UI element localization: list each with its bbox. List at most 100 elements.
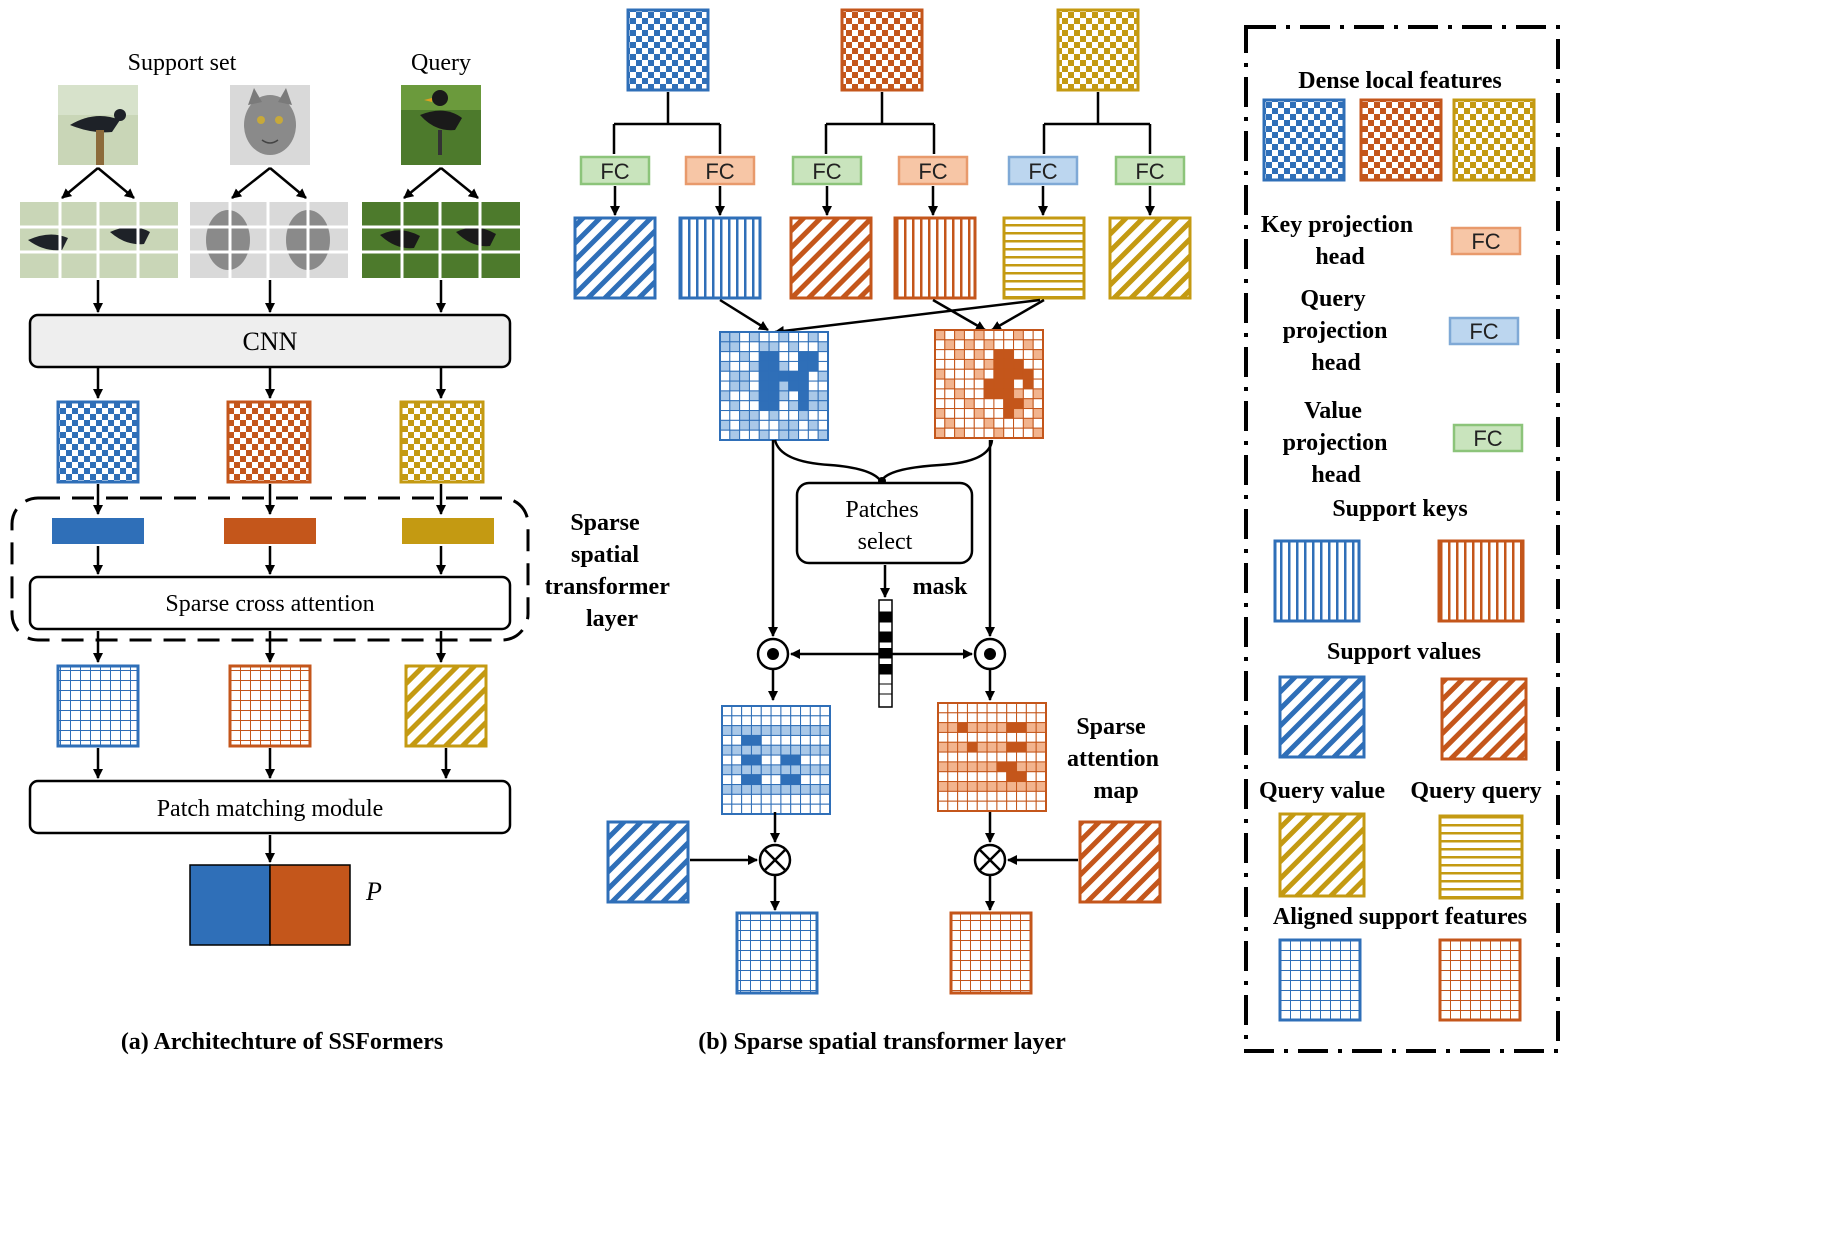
sparse-down-arrows — [770, 812, 995, 843]
legend-query-value: Query value — [1259, 778, 1385, 804]
support-value-blue — [573, 216, 657, 300]
sparse-cross-attention-label: Sparse cross attention — [165, 591, 374, 617]
token-bar-gold — [402, 518, 494, 544]
mask-vector — [878, 599, 893, 708]
legend-fc-value — [1452, 423, 1524, 453]
aligned-feature-orange — [228, 664, 312, 748]
fc-value-1 — [579, 155, 651, 186]
panel-b: FC FC FC FC FC FC — [573, 8, 1192, 1055]
legend-dense-orange — [1359, 98, 1443, 182]
patches-cat — [190, 202, 348, 278]
matmul-left — [758, 843, 792, 877]
mask-arrows — [768, 649, 995, 701]
support-key-orange — [893, 216, 977, 300]
query-image-bird — [401, 85, 481, 165]
feature-map-orange — [226, 400, 312, 484]
sparse-attention-map-blue — [721, 705, 831, 815]
to-patches-select — [773, 439, 994, 481]
elementwise-product-right — [973, 637, 1007, 671]
legend-query-query: Query query — [1410, 778, 1541, 804]
legend-dense-local-features: Dense local features — [1298, 68, 1502, 94]
feature-map-blue — [56, 400, 140, 484]
token-bar-orange — [224, 518, 316, 544]
p-label: P — [365, 877, 382, 906]
legend-aligned-orange — [1438, 938, 1522, 1022]
legend-value-orange — [1440, 677, 1528, 761]
cnn-box — [28, 313, 512, 369]
arrows-to-sst — [93, 484, 446, 515]
support-value-blue-b — [606, 820, 690, 904]
svg-text:FC: FC — [812, 159, 841, 184]
legend-border — [1244, 25, 1560, 1053]
fc-value-2 — [791, 155, 863, 186]
sparse-attention-map-orange — [937, 702, 1047, 812]
matmul-arrows — [690, 855, 1078, 911]
sst-layer-label: Sparse spatial transformer layer — [545, 510, 676, 632]
arrows-to-sca — [93, 546, 446, 575]
legend-key-orange — [1437, 539, 1525, 623]
svg-text:FC: FC — [600, 159, 629, 184]
svg-text:FC: FC — [918, 159, 947, 184]
legend: Dense local features Key projection head… — [1244, 25, 1560, 1053]
mask-label: mask — [913, 574, 968, 600]
legend-aligned-support-features: Aligned support features — [1273, 904, 1527, 930]
patch-matching-label: Patch matching module — [157, 796, 384, 822]
branch-lines — [612, 92, 1152, 154]
query-value-gold — [404, 664, 488, 748]
patches-bird — [20, 202, 178, 278]
support-image-bird — [58, 85, 138, 165]
legend-query-value-gold — [1278, 812, 1366, 898]
map-down-arrows — [768, 440, 995, 637]
legend-dense-blue — [1262, 98, 1346, 182]
svg-text:FC: FC — [1028, 159, 1057, 184]
sparse-cross-attention-box — [28, 575, 512, 631]
patches-select-label: Patches select — [845, 497, 924, 555]
legend-key-projection-head: Key projection head — [1261, 212, 1419, 270]
p-block-orange — [269, 864, 351, 946]
fc-key-1 — [684, 155, 756, 186]
p-block-blue — [189, 864, 271, 946]
support-value-orange-b — [1078, 820, 1162, 904]
support-key-blue — [678, 216, 762, 300]
legend-value-blue — [1278, 675, 1366, 759]
fc-key-2 — [897, 155, 969, 186]
legend-fc-query — [1448, 316, 1520, 346]
legend-dense-gold — [1452, 98, 1536, 182]
fc-out-arrows — [610, 186, 1155, 216]
svg-text:FC: FC — [1469, 319, 1498, 344]
query-value-gold-b — [1108, 216, 1192, 300]
legend-key-blue — [1273, 539, 1361, 623]
legend-value-projection-head: Value projection head — [1283, 398, 1394, 488]
input-feature-orange — [840, 8, 924, 92]
patches-query — [362, 202, 520, 278]
caption-a: (a) Architechture of SSFormers — [121, 1029, 443, 1055]
svg-text:FC: FC — [1471, 229, 1500, 254]
legend-fc-key — [1450, 226, 1522, 256]
svg-text:FC: FC — [705, 159, 734, 184]
patches-select-box — [795, 481, 974, 565]
support-image-cat — [230, 85, 310, 165]
fc-query — [1007, 155, 1079, 186]
legend-query-projection-head: Query projection head — [1283, 286, 1394, 376]
cnn-label: CNN — [243, 327, 298, 356]
support-value-orange — [789, 216, 873, 300]
query-label: Query — [411, 50, 471, 76]
panel-a: Support set Query — [10, 50, 676, 1055]
support-set-label: Support set — [128, 50, 237, 76]
matmul-right — [973, 843, 1007, 877]
split-arrows-a — [61, 167, 479, 199]
svg-text:FC: FC — [1135, 159, 1164, 184]
input-feature-gold — [1056, 8, 1140, 92]
caption-b: (b) Sparse spatial transformer layer — [698, 1029, 1066, 1055]
attention-map-orange — [934, 329, 1044, 439]
patch-matching-box — [28, 779, 512, 835]
fc-value-3 — [1114, 155, 1186, 186]
arrows-from-sca — [93, 631, 446, 663]
legend-support-values: Support values — [1327, 639, 1481, 665]
aligned-feature-blue — [56, 664, 140, 748]
arrows-to-pmm — [93, 748, 451, 779]
elementwise-product-left — [756, 637, 790, 671]
input-feature-blue — [626, 8, 710, 92]
arrows-from-cnn — [93, 368, 446, 399]
